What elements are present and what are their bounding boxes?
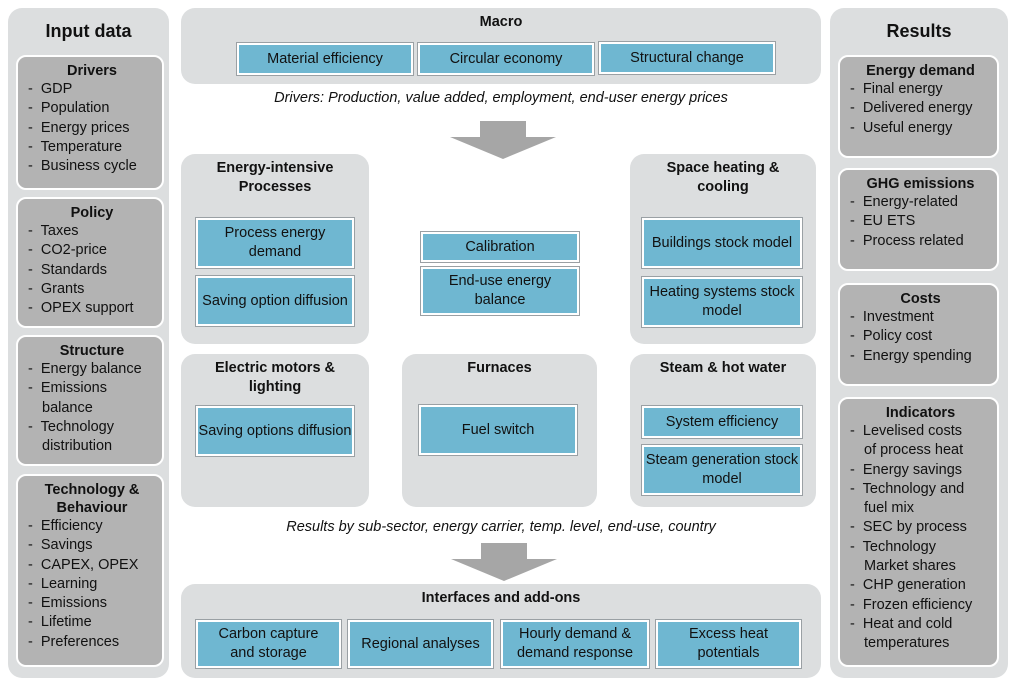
policy-title: Policy (70, 205, 114, 221)
list-item: Lifetime (28, 613, 156, 632)
drivers-title: Drivers (67, 63, 117, 79)
list-item: Population (28, 99, 156, 118)
policy-group: Policy Taxes CO2-price Standards Grants … (16, 197, 164, 328)
energy-demand-title: Energy demand (866, 63, 975, 79)
carbon-capture-box: Carbon capture and storage (195, 619, 342, 669)
indicators-group: Indicators Levelised costs of process he… (838, 397, 999, 667)
structure-group: Structure Energy balance Emissions balan… (16, 335, 164, 466)
technology-behaviour-title: Technology & Behaviour (44, 482, 140, 516)
steam-generation-stock-model-box: Steam generation stock model (641, 444, 803, 496)
interfaces-title: Interfaces and add-ons (421, 590, 581, 606)
list-item: Technology and fuel mix (850, 480, 975, 519)
list-item: Investment (850, 308, 991, 327)
list-item: CHP generation (850, 576, 991, 595)
technology-behaviour-group: Technology & Behaviour Efficiency Saving… (16, 474, 164, 667)
list-item: Process related (850, 232, 991, 251)
list-item: Heat and cold temperatures (850, 615, 970, 654)
list-item: SEC by process (850, 518, 991, 537)
heating-systems-stock-model-box: Heating systems stock model (641, 276, 803, 328)
end-use-energy-balance-box: End-use energy balance (420, 266, 580, 316)
list-item: Useful energy (850, 119, 991, 138)
results-caption: Results by sub-sector, energy carrier, t… (286, 519, 716, 535)
list-item: Policy cost (850, 327, 991, 346)
excess-heat-box: Excess heat potentials (655, 619, 802, 669)
drivers-group: Drivers GDP Population Energy prices Tem… (16, 55, 164, 190)
saving-options-diffusion-box: Saving options diffusion (195, 405, 355, 457)
list-item: EU ETS (850, 212, 991, 231)
ghg-emissions-title: GHG emissions (866, 176, 975, 192)
calibration-box: Calibration (420, 231, 580, 263)
down-arrow-icon (451, 543, 557, 581)
costs-group: Costs Investment Policy cost Energy spen… (838, 283, 999, 386)
system-efficiency-box: System efficiency (641, 405, 803, 439)
list-item: Learning (28, 575, 156, 594)
list-item: Final energy (850, 80, 991, 99)
energy-intensive-title: Energy-intensive Processes (216, 160, 334, 195)
regional-analyses-box: Regional analyses (347, 619, 494, 669)
costs-title: Costs (900, 291, 941, 307)
list-item: Emissions (28, 594, 156, 613)
buildings-stock-model-box: Buildings stock model (641, 217, 803, 269)
list-item: Preferences (28, 633, 156, 652)
steam-hot-water-title: Steam & hot water (659, 360, 787, 376)
list-item: Levelised costs of process heat (850, 422, 968, 461)
list-item: Technology Market shares (850, 538, 960, 577)
macro-title: Macro (479, 14, 523, 30)
list-item: CO2-price (28, 241, 156, 260)
hourly-demand-box: Hourly demand & demand response (500, 619, 650, 669)
list-item: Emissions balance (28, 379, 118, 418)
list-item: Grants (28, 280, 156, 299)
list-item: Savings (28, 536, 156, 555)
list-item: Energy savings (850, 461, 991, 480)
process-energy-demand-box: Process energy demand (195, 217, 355, 269)
list-item: CAPEX, OPEX (28, 556, 156, 575)
list-item: Delivered energy (850, 99, 991, 118)
list-item: OPEX support (28, 299, 156, 318)
furnaces-title: Furnaces (467, 360, 532, 376)
list-item: Frozen efficiency (850, 596, 991, 615)
material-efficiency-box: Material efficiency (236, 42, 414, 76)
saving-option-diffusion-box: Saving option diffusion (195, 275, 355, 327)
input-data-title: Input data (45, 21, 132, 41)
list-item: Taxes (28, 222, 156, 241)
ghg-emissions-group: GHG emissions Energy-related EU ETS Proc… (838, 168, 999, 271)
list-item: Efficiency (28, 517, 156, 536)
list-item: Temperature (28, 138, 156, 157)
list-item: Technology distribution (28, 418, 138, 457)
list-item: Energy balance (28, 360, 156, 379)
indicators-title: Indicators (885, 405, 956, 421)
list-item: Energy spending (850, 347, 991, 366)
electric-motors-title: Electric motors & lighting (214, 360, 336, 395)
structure-title: Structure (59, 343, 125, 359)
drivers-caption: Drivers: Production, value added, employ… (274, 90, 728, 106)
list-item: Energy prices (28, 119, 156, 138)
list-item: Energy-related (850, 193, 991, 212)
list-item: Standards (28, 261, 156, 280)
circular-economy-box: Circular economy (417, 42, 595, 76)
list-item: GDP (28, 80, 156, 99)
results-title: Results (886, 21, 952, 41)
structural-change-box: Structural change (598, 41, 776, 75)
energy-demand-group: Energy demand Final energy Delivered ene… (838, 55, 999, 158)
space-heating-title: Space heating & cooling (666, 160, 780, 195)
fuel-switch-box: Fuel switch (418, 404, 578, 456)
list-item: Business cycle (28, 157, 156, 176)
down-arrow-icon (450, 121, 556, 159)
